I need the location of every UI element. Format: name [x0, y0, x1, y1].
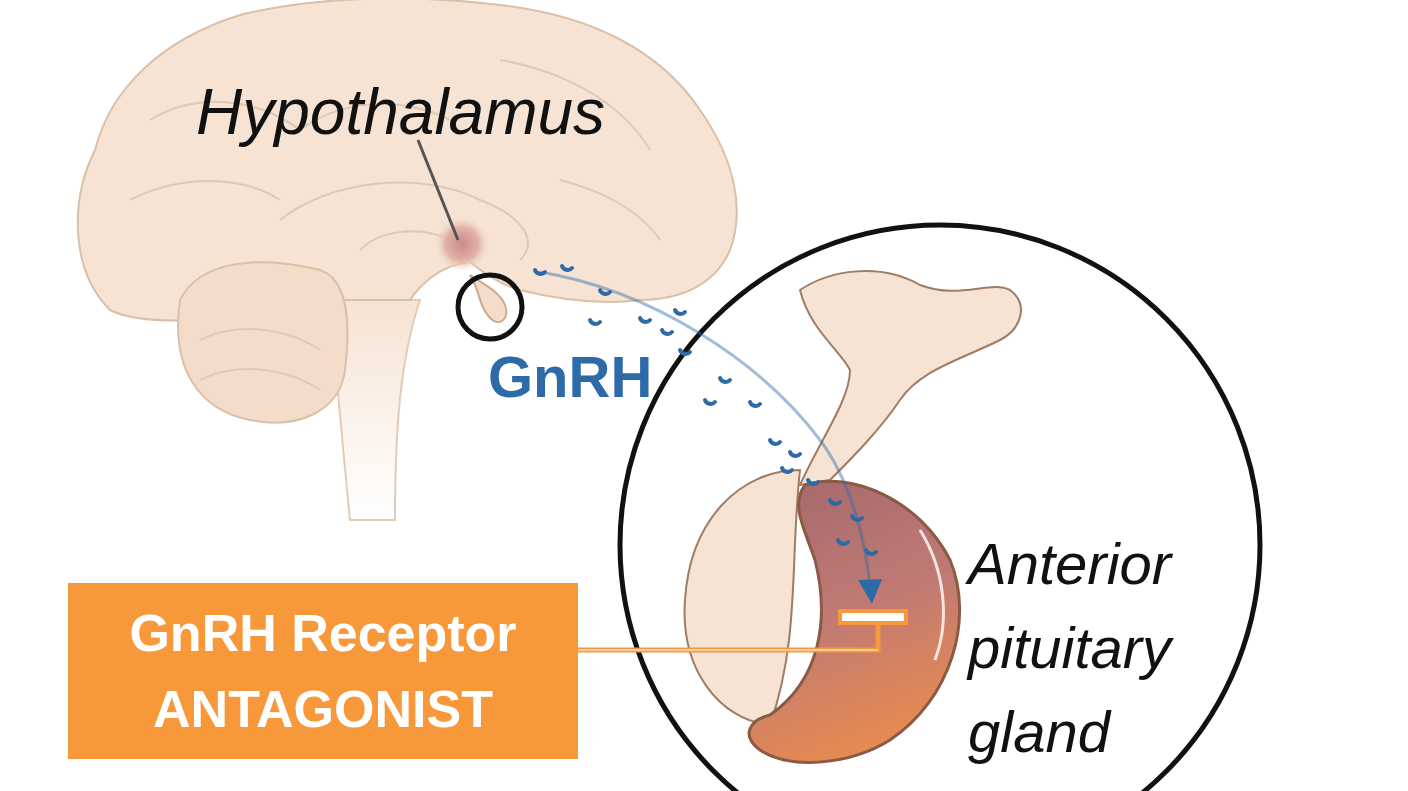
- antagonist-leader: [578, 625, 878, 650]
- hormone-label: GnRH: [488, 340, 688, 414]
- gnrh-arrow: [540, 272, 870, 588]
- drug-label: GnRH Receptor ANTAGONIST: [98, 595, 548, 747]
- gnrh-molecules: [535, 266, 876, 554]
- zoom-marker: [458, 275, 522, 339]
- zoom-circle: [620, 225, 1260, 791]
- leader-line: [418, 140, 458, 240]
- structure-label: Hypothalamus: [196, 72, 666, 152]
- drug-box: GnRH Receptor ANTAGONIST: [68, 583, 578, 759]
- antagonist-symbol: [840, 611, 906, 623]
- structure-label: Anterior pituitary gland: [968, 522, 1258, 774]
- anterior-lobe: [749, 481, 960, 762]
- posterior-lobe: [685, 470, 800, 725]
- hypothalamus-spot: [434, 216, 490, 272]
- cerebellum: [178, 262, 347, 422]
- brain-outline: [78, 0, 737, 321]
